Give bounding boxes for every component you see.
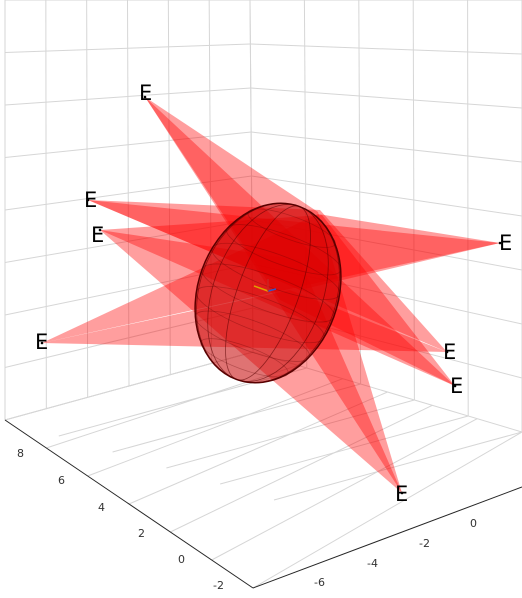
grid-line: [250, 87, 522, 109]
grid-line: [167, 0, 171, 375]
vertex-label: E: [443, 340, 456, 364]
ellipsoid-body: [194, 202, 342, 384]
y-tick-label: -4: [367, 557, 378, 570]
x-tick-label: 8: [17, 447, 24, 460]
ellipsoid-parallel: [200, 338, 289, 378]
axes: [4, 419, 522, 589]
x-tick-label: -2: [213, 579, 224, 592]
ellipsoid-meridian: [196, 203, 340, 383]
origin-axes-glyph: [253, 279, 277, 292]
grid-line: [112, 383, 361, 453]
ellipsoid-mesh: [194, 203, 342, 383]
vertex-label: E: [139, 81, 152, 105]
grid-line: [166, 399, 415, 469]
ellipsoid-parallel: [211, 242, 341, 300]
ellipsoid-meridian: [225, 205, 311, 381]
grid-line: [127, 0, 130, 387]
grid-floor: [4, 351, 522, 589]
grid-line: [87, 378, 343, 477]
x-tick-label: 6: [58, 474, 65, 487]
vertex-label: E: [450, 374, 463, 398]
y-tick-label: 0: [470, 517, 477, 530]
ellipsoid-parallel: [226, 224, 342, 276]
vertex-label: E: [91, 223, 104, 247]
y-tick-label: -6: [314, 576, 325, 589]
ellipsoid-meridian: [207, 204, 329, 382]
vertex-marker: [98, 228, 102, 232]
x-axis-line: [4, 419, 254, 589]
vertex-markers: [40, 95, 502, 495]
grid-line: [251, 131, 522, 163]
grid-line: [252, 431, 522, 589]
ellipsoid-parallel: [247, 208, 336, 248]
vertex-label: E: [84, 188, 97, 212]
grid-line: [170, 404, 433, 533]
grid-line: [273, 431, 522, 501]
grid-left-wall: [4, 0, 254, 421]
x-tick-label: 0: [178, 553, 185, 566]
grid-line: [467, 0, 469, 417]
grid-line: [86, 0, 89, 398]
grid-line: [250, 43, 522, 55]
x-tick-label: 2: [138, 527, 145, 540]
y-axis-ticks: -6 -4 -2 0: [314, 517, 477, 589]
y-axis-line: [252, 486, 522, 589]
grid-line: [251, 175, 522, 217]
vertex-marker: [40, 341, 44, 345]
ellipsoid: [194, 202, 342, 384]
vertex-marker: [400, 491, 404, 495]
vertex-marker: [86, 198, 90, 202]
grid-line: [358, 0, 362, 385]
ellipsoid-meridian: [196, 203, 340, 383]
vertex-marker: [453, 384, 457, 388]
grid-line: [211, 418, 478, 561]
grid-line: [4, 351, 254, 421]
grid-line: [220, 415, 469, 485]
x-axis-ticks: 8 6 4 2 0 -2: [17, 447, 224, 592]
ellipsoid-parallel: [195, 286, 325, 344]
vertex-marker: [445, 350, 449, 354]
vertex-label: E: [395, 482, 408, 506]
vertex-marker: [498, 241, 502, 245]
vertex-labels: E E E E E E E E: [35, 81, 512, 506]
grid-line: [128, 391, 388, 505]
ellipsoid-meridian: [225, 205, 311, 381]
vertex-label: E: [35, 330, 48, 354]
y-tick-label: -2: [419, 537, 430, 550]
ellipsoid-parallel: [194, 310, 310, 362]
grid-line: [45, 0, 47, 409]
grid-line: [412, 0, 415, 401]
origin-x-arrow: [253, 285, 269, 292]
ellipsoid-parallel: [201, 263, 335, 323]
vertex-label: E: [499, 231, 512, 255]
ellipsoid-meridian: [207, 204, 329, 382]
origin-y-arrow: [267, 288, 277, 292]
vertex-marker: [143, 95, 147, 99]
x-tick-label: 4: [98, 501, 105, 514]
